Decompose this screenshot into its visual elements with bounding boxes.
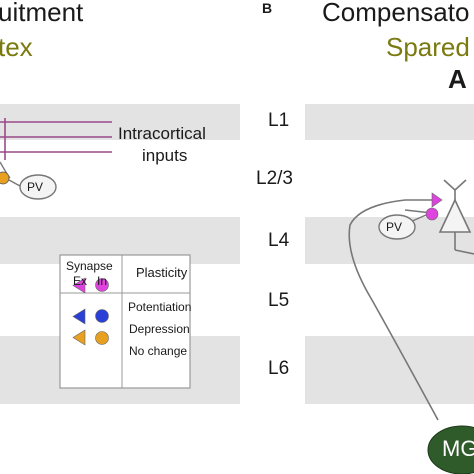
potentiation-in-synapse xyxy=(425,207,439,221)
legend-ex-header: Ex xyxy=(73,274,88,288)
layer-label-l23: L2/3 xyxy=(256,168,293,189)
legend-row-nochange: No change xyxy=(129,344,188,358)
panel-b-letter: B xyxy=(262,0,273,16)
legend-in-header: In xyxy=(97,274,108,288)
nochange-ex-icon xyxy=(72,329,86,346)
left-pv-cell xyxy=(19,174,57,200)
intracortical-input-label-2: inputs xyxy=(142,146,188,165)
depression-ex-icon xyxy=(72,308,86,325)
layer-label-l6: L6 xyxy=(268,358,290,379)
left-panel-subtitle: tex xyxy=(0,32,33,62)
legend-row-potentiation: Potentiation xyxy=(128,300,192,314)
depression-in-icon xyxy=(95,309,109,323)
left-pv-label: PV xyxy=(27,180,44,194)
layer-label-l5: L5 xyxy=(268,290,290,311)
right-panel-letter: A xyxy=(448,64,467,94)
left-pv-dendrite xyxy=(8,179,21,187)
legend-plasticity-header: Plasticity xyxy=(136,265,188,280)
intracortical-input-lines xyxy=(0,118,112,160)
potentiation-ex-synapse xyxy=(431,192,443,208)
pyramidal-soma xyxy=(438,198,472,233)
right-panel-title: Compensato xyxy=(322,0,470,27)
legend-synapse-header: Synapse xyxy=(66,259,113,273)
potentiation-in-icon xyxy=(95,278,109,292)
legend-row-depression: Depression xyxy=(129,322,190,336)
layer-label-l1: L1 xyxy=(268,110,290,131)
right-band-l1 xyxy=(305,104,474,140)
mg-label: MG xyxy=(442,436,474,461)
right-panel-subtitle: Spared xyxy=(386,32,470,62)
mg-nucleus xyxy=(427,425,474,474)
intracortical-input-label-1: Intracortical xyxy=(118,124,206,143)
right-pv-cell xyxy=(378,214,416,240)
mg-afferent-axon xyxy=(348,199,439,421)
left-panel-title: uitment xyxy=(0,0,84,27)
plasticity-legend xyxy=(59,254,191,389)
nochange-synapse-marker xyxy=(0,171,10,185)
nochange-in-icon xyxy=(95,331,109,345)
potentiation-ex-icon xyxy=(72,277,86,294)
right-pv-label: PV xyxy=(386,220,403,234)
layer-label-l4: L4 xyxy=(268,230,290,251)
right-pyramidal-neuron xyxy=(438,179,474,255)
right-band-l6 xyxy=(305,336,474,404)
